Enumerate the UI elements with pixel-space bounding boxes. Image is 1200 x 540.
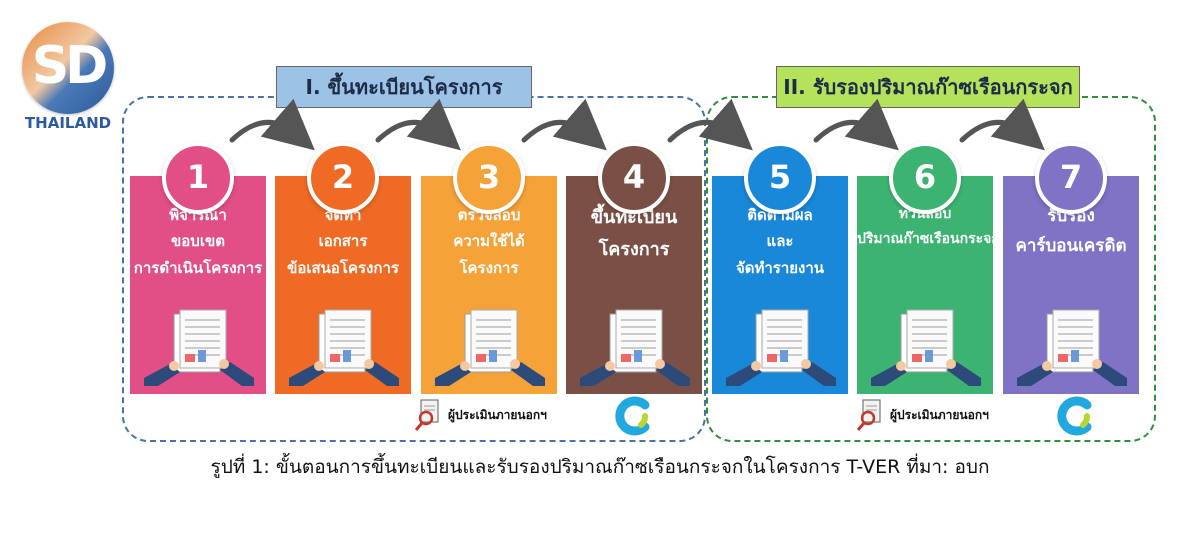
step-line: ขอบเขต — [171, 232, 225, 251]
step-number-badge: 3 — [453, 142, 525, 214]
step-line: โครงการ — [598, 238, 670, 260]
step-text: ขึ้นทะเบียนโครงการ — [566, 202, 702, 265]
document-magnifier-icon — [144, 309, 254, 386]
step-number-badge: 1 — [162, 142, 234, 214]
external-assessor-1: ผู้ประเมินภายนอกฯ — [414, 398, 547, 432]
magnifier-document-icon — [856, 399, 881, 431]
step-text: ติดตามผลและจัดทำรายงาน — [712, 202, 848, 281]
arrow-1-2 — [229, 98, 315, 151]
step-line: จัดทำรายงาน — [735, 258, 825, 277]
step-number-badge: 7 — [1035, 142, 1107, 214]
tgo-c-logo-icon — [1057, 396, 1092, 436]
logo-country: THAILAND — [24, 114, 112, 132]
step-line: ความใช้ได้ — [453, 232, 525, 251]
step-number-badge: 5 — [744, 142, 816, 214]
step-line: ข้อเสนอโครงการ — [287, 258, 399, 277]
step-card-4: ขึ้นทะเบียนโครงการ — [566, 176, 702, 394]
figure-caption: รูปที่ 1: ขั้นตอนการขึ้นทะเบียนและรับรอง… — [210, 456, 990, 478]
magnifier-document-icon — [414, 399, 439, 431]
step-number-badge: 4 — [598, 142, 670, 214]
arrow-3-4 — [521, 98, 607, 151]
external-assessor-2: ผู้ประเมินภายนอกฯ — [856, 398, 989, 432]
arrow-6-7 — [959, 98, 1045, 151]
logo-disc — [22, 22, 114, 114]
step-card-7: รับรองคาร์บอนเครดิต — [1003, 176, 1139, 394]
step-text: จัดทำเอกสารข้อเสนอโครงการ — [275, 202, 411, 281]
logo-mark: SD — [31, 36, 109, 96]
approved-stamp-icon — [580, 309, 690, 386]
step-line: และ — [766, 232, 794, 251]
external-assessor-label: ผู้ประเมินภายนอกฯ — [890, 407, 989, 422]
arrow-4-5 — [667, 98, 753, 151]
step-line: โครงการ — [459, 258, 519, 277]
external-assessor-label: ผู้ประเมินภายนอกฯ — [448, 407, 547, 422]
step-line: ปริมาณก๊าซเรือนกระจก — [857, 230, 1000, 247]
tgo-c-logo-icon — [615, 396, 650, 436]
sd-thailand-logo: SD THAILAND — [18, 22, 118, 132]
review-documents-icon — [435, 309, 545, 386]
calculator-verify-icon — [871, 309, 981, 386]
group-registration-title: I. ขึ้นทะเบียนโครงการ — [276, 66, 532, 108]
step-line: ขึ้นทะเบียน — [590, 207, 678, 228]
step-card-6: ทวนสอบปริมาณก๊าซเรือนกระจก — [857, 176, 1000, 394]
report-writing-icon — [726, 309, 836, 386]
step-line: การดำเนินโครงการ — [133, 258, 263, 277]
step-line: เอกสาร — [318, 232, 368, 251]
certificate-icon — [1017, 309, 1127, 386]
step-number-badge: 6 — [889, 142, 961, 214]
writing-documents-icon — [289, 309, 399, 386]
arrow-5-6 — [813, 98, 899, 151]
step-number-badge: 2 — [307, 142, 379, 214]
step-line: คาร์บอนเครดิต — [1015, 235, 1127, 256]
arrow-2-3 — [375, 98, 461, 151]
